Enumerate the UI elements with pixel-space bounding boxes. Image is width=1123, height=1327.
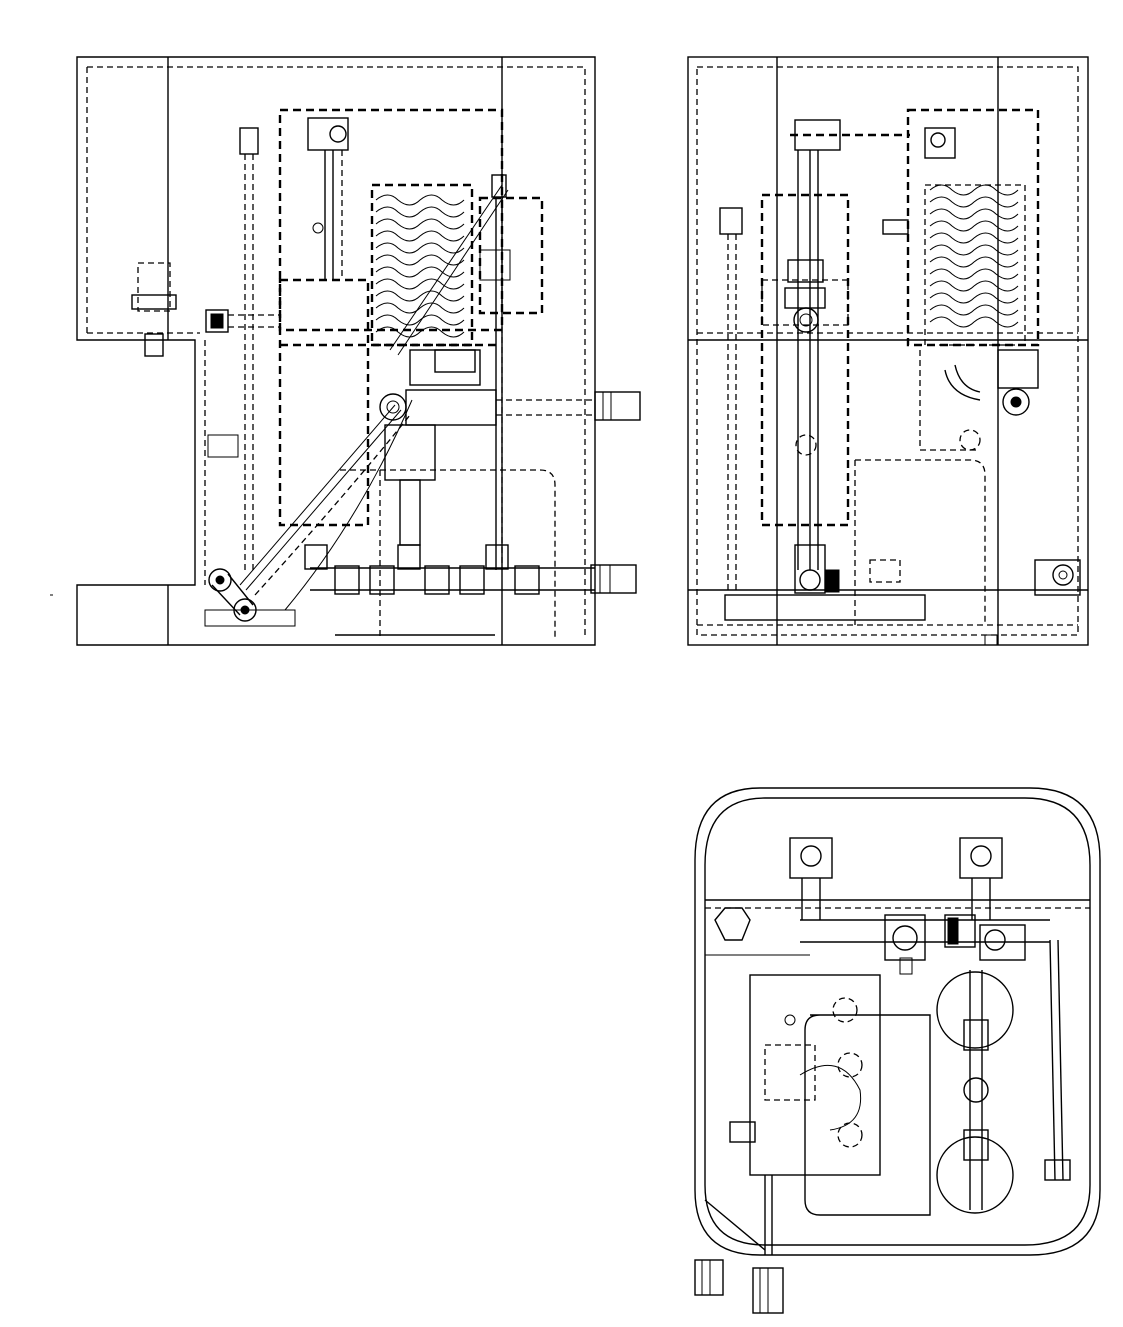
heating-coil [882, 108, 1040, 347]
drain-pump [50, 568, 296, 627]
heating-coil [370, 183, 474, 347]
control-panel [729, 974, 881, 1255]
inlet-fittings [714, 837, 1003, 941]
enclosure-outline [687, 56, 1089, 646]
tank-and-hoses [239, 184, 556, 640]
bottom-fittings [724, 544, 1081, 646]
side-view [680, 50, 1100, 655]
bottom-manifold [304, 544, 637, 636]
column-assembly [719, 119, 910, 590]
tank-and-pumps [804, 970, 1014, 1216]
drain-connectors [694, 1199, 784, 1314]
enclosure-outline [76, 56, 596, 646]
vertical-pipes [239, 117, 511, 570]
enclosure-outline [694, 787, 1101, 1256]
inlet-valve [131, 262, 280, 458]
pump-assembly [379, 349, 641, 546]
manifold-row [800, 914, 1071, 1181]
control-compartments [278, 108, 544, 527]
front-view [40, 50, 650, 655]
top-view [690, 780, 1110, 1320]
tank-and-pump [854, 349, 1039, 625]
